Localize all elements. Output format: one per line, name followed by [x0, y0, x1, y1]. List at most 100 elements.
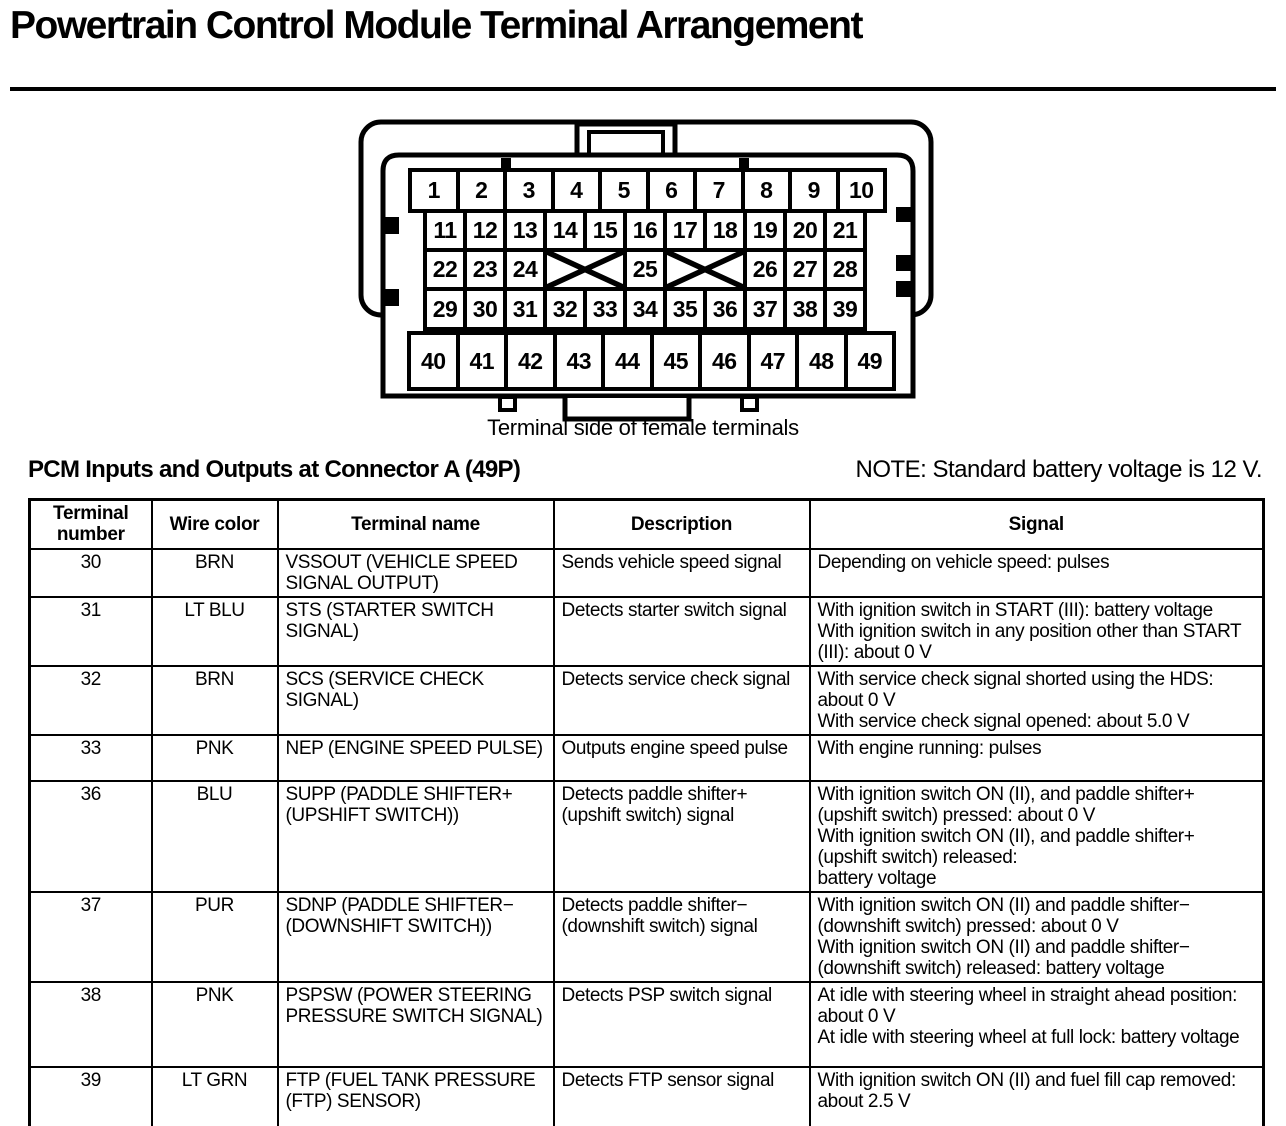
terminal-cell-47: 47	[746, 331, 799, 391]
terminal-cell-5: 5	[598, 168, 650, 213]
left-tab	[384, 217, 399, 234]
cell-wire-color: BRN	[150, 547, 279, 598]
cell-signal: With engine running: pulses	[808, 733, 1265, 782]
table-row: 32 BRN SCS (SERVICE CHECK SIGNAL) Detect…	[28, 664, 1265, 736]
cell-wire-color: LT BLU	[150, 595, 279, 667]
terminal-cell-35: 35	[663, 287, 707, 331]
cell-signal: With ignition switch ON (II) and fuel fi…	[808, 1065, 1265, 1126]
header-row: Terminal number Wire color Terminal name…	[28, 498, 1265, 550]
cell-description: Detects starter switch signal	[552, 595, 811, 667]
page-title: Powertrain Control Module Terminal Arran…	[10, 4, 863, 47]
terminal-cell-21: 21	[823, 209, 867, 252]
cell-wire-color: LT GRN	[150, 1065, 279, 1126]
cell-terminal-number: 31	[28, 595, 153, 667]
connector-caption: Terminal side of female terminals	[487, 415, 799, 440]
bottom-tab	[562, 398, 692, 422]
terminal-cell-28: 28	[823, 248, 867, 291]
top-notch	[739, 158, 749, 170]
cell-description: Sends vehicle speed signal	[552, 547, 811, 598]
bottom-notch	[740, 395, 759, 412]
terminal-cell-11: 11	[423, 209, 467, 252]
cell-terminal-name: STS (STARTER SWITCH SIGNAL)	[276, 595, 555, 667]
cell-description: Outputs engine speed pulse	[552, 733, 811, 782]
terminal-cell-16: 16	[623, 209, 667, 252]
section-heading-row: PCM Inputs and Outputs at Connector A (4…	[28, 456, 1262, 484]
terminal-cell-36: 36	[703, 287, 747, 331]
terminal-cell-30: 30	[463, 287, 507, 331]
terminal-cell-8: 8	[740, 168, 792, 213]
col-header-description: Description	[552, 498, 811, 550]
terminal-cell-40: 40	[407, 331, 460, 391]
cell-wire-color: PNK	[150, 980, 279, 1068]
battery-voltage-note: NOTE: Standard battery voltage is 12 V.	[855, 456, 1262, 483]
cell-terminal-name: SUPP (PADDLE SHIFTER+ (UPSHIFT SWITCH))	[276, 779, 555, 893]
cell-signal: Depending on vehicle speed: pulses	[808, 547, 1265, 598]
terminal-cell-42: 42	[504, 331, 557, 391]
terminal-cell-37: 37	[743, 287, 787, 331]
cell-terminal-name: SCS (SERVICE CHECK SIGNAL)	[276, 664, 555, 736]
cell-signal: At idle with steering wheel in straight …	[808, 980, 1265, 1068]
table-header: Terminal number Wire color Terminal name…	[28, 498, 1265, 550]
table-row: 33 PNK NEP (ENGINE SPEED PULSE) Outputs …	[28, 733, 1265, 782]
terminal-cell-38: 38	[783, 287, 827, 331]
right-tab	[896, 281, 911, 297]
terminal-cell-22: 22	[423, 248, 467, 291]
terminal-cell-15: 15	[583, 209, 627, 252]
terminal-cell-34: 34	[623, 287, 667, 331]
terminal-cell-1: 1	[408, 168, 460, 213]
cell-description: Detects paddle shifter+ (upshift switch)…	[552, 779, 811, 893]
terminal-cell-17: 17	[663, 209, 707, 252]
terminal-cell-48: 48	[795, 331, 848, 391]
terminal-cell-49: 49	[843, 331, 896, 391]
cell-terminal-name: VSSOUT (VEHICLE SPEED SIGNAL OUTPUT)	[276, 547, 555, 598]
terminal-cell-3: 3	[503, 168, 555, 213]
cell-terminal-number: 37	[28, 890, 153, 983]
cell-wire-color: PUR	[150, 890, 279, 983]
terminal-cell-29: 29	[423, 287, 467, 331]
cell-terminal-number: 33	[28, 733, 153, 782]
cell-wire-color: BRN	[150, 664, 279, 736]
table-body: 30 BRN VSSOUT (VEHICLE SPEED SIGNAL OUTP…	[28, 547, 1265, 1126]
terminal-cell-6: 6	[645, 168, 697, 213]
cell-wire-color: PNK	[150, 733, 279, 782]
terminal-cell-9: 9	[788, 168, 840, 213]
left-tab	[384, 289, 399, 306]
cell-signal: With ignition switch ON (II) and paddle …	[808, 890, 1265, 983]
table-row: 39 LT GRN FTP (FUEL TANK PRESSURE (FTP) …	[28, 1065, 1265, 1126]
col-header-wire-color: Wire color	[150, 498, 279, 550]
right-tab	[896, 207, 911, 222]
col-header-signal: Signal	[808, 498, 1265, 550]
blocked-cell	[543, 248, 627, 291]
cell-terminal-number: 39	[28, 1065, 153, 1126]
terminal-cell-39: 39	[823, 287, 867, 331]
cell-terminal-name: FTP (FUEL TANK PRESSURE (FTP) SENSOR)	[276, 1065, 555, 1126]
terminal-cell-13: 13	[503, 209, 547, 252]
bottom-notch	[498, 395, 517, 412]
terminal-cell-26: 26	[743, 248, 787, 291]
terminal-cell-23: 23	[463, 248, 507, 291]
terminal-cell-19: 19	[743, 209, 787, 252]
terminal-cell-24: 24	[503, 248, 547, 291]
table-row: 37 PUR SDNP (PADDLE SHIFTER− (DOWNSHIFT …	[28, 890, 1265, 983]
cell-terminal-number: 30	[28, 547, 153, 598]
cell-description: Detects service check signal	[552, 664, 811, 736]
cell-terminal-name: NEP (ENGINE SPEED PULSE)	[276, 733, 555, 782]
table-row: 38 PNK PSPSW (POWER STEERING PRESSURE SW…	[28, 980, 1265, 1068]
terminal-cell-2: 2	[455, 168, 507, 213]
cell-terminal-number: 32	[28, 664, 153, 736]
cell-terminal-name: SDNP (PADDLE SHIFTER− (DOWNSHIFT SWITCH)…	[276, 890, 555, 983]
cell-signal: With service check signal shorted using …	[808, 664, 1265, 736]
terminal-cell-46: 46	[698, 331, 751, 391]
cell-signal: With ignition switch in START (III): bat…	[808, 595, 1265, 667]
cell-description: Detects FTP sensor signal	[552, 1065, 811, 1126]
table-row: 30 BRN VSSOUT (VEHICLE SPEED SIGNAL OUTP…	[28, 547, 1265, 598]
terminal-cell-33: 33	[583, 287, 627, 331]
terminal-cell-12: 12	[463, 209, 507, 252]
blocked-cell	[663, 248, 747, 291]
table-row: 36 BLU SUPP (PADDLE SHIFTER+ (UPSHIFT SW…	[28, 779, 1265, 893]
terminal-cell-31: 31	[503, 287, 547, 331]
terminal-cell-20: 20	[783, 209, 827, 252]
section-title: PCM Inputs and Outputs at Connector A (4…	[28, 456, 521, 483]
